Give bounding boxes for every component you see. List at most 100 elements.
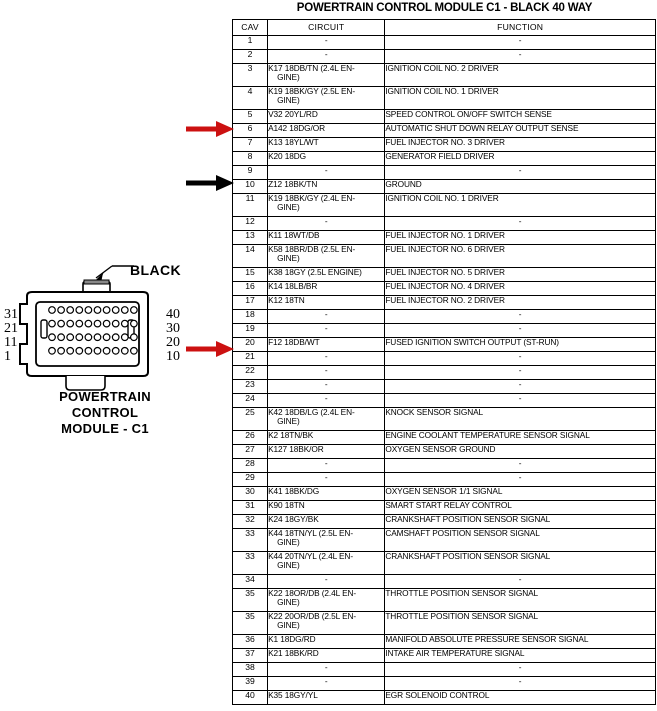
cell-circuit: - [267, 35, 386, 50]
connector-pin [111, 319, 120, 328]
circuit-line-1: K14 18LB/BR [268, 281, 318, 291]
cell-circuit: K35 18GY/YL [267, 690, 386, 705]
circuit-line-1: K12 18TN [268, 295, 305, 305]
arrow-red-cav20 [186, 341, 234, 357]
cell-circuit: K22 18OR/DB (2.4L EN-GINE) [267, 588, 386, 612]
cell-function: OXYGEN SENSOR GROUND [384, 444, 656, 459]
arrow-black-cav10 [186, 175, 234, 191]
cell-cav: 34 [231, 574, 269, 589]
cell-circuit: Z12 18BK/TN [267, 179, 386, 194]
column-header-function: FUNCTION [384, 19, 656, 36]
circuit-line-2: GINE) [277, 252, 300, 263]
cell-cav: 7 [231, 137, 269, 152]
pin-label-left-21: 21 [4, 321, 18, 336]
cell-function: - [384, 472, 656, 487]
cell-cav: 26 [231, 430, 269, 445]
cell-circuit: - [267, 49, 386, 64]
cell-circuit: - [267, 309, 386, 324]
cell-function: SPEED CONTROL ON/OFF SWITCH SENSE [384, 109, 656, 124]
cell-cav: 11 [231, 193, 269, 217]
cell-function: ENGINE COOLANT TEMPERATURE SENSOR SIGNAL [384, 430, 656, 445]
cell-cav: 35 [231, 588, 269, 612]
pin-label-right-30: 30 [166, 321, 180, 336]
cell-cav: 36 [231, 634, 269, 649]
connector-pin [111, 346, 120, 355]
table-row: 12-- [231, 216, 656, 231]
cell-cav: 20 [231, 337, 269, 352]
table-header-row: CAV CIRCUIT FUNCTION [231, 19, 656, 36]
circuit-line-1: K20 18DG [268, 151, 307, 161]
cell-function: THROTTLE POSITION SENSOR SIGNAL [384, 588, 656, 612]
connector-pin [129, 319, 138, 328]
connector-pin [120, 346, 129, 355]
cell-cav: 39 [231, 676, 269, 691]
cell-function: THROTTLE POSITION SENSOR SIGNAL [384, 611, 656, 635]
cell-function: - [384, 365, 656, 380]
connector-pin [84, 306, 93, 314]
connector-pin [129, 346, 138, 355]
connector-pin [66, 333, 75, 342]
connector-pin [120, 319, 129, 328]
pin-label-right-10: 10 [166, 349, 180, 364]
connector-pin [66, 319, 75, 328]
cell-cav: 14 [231, 244, 269, 268]
cell-function: IGNITION COIL NO. 1 DRIVER [384, 86, 656, 110]
connector-caption-line3: MODULE - C1 [61, 421, 149, 436]
cell-cav: 28 [231, 458, 269, 473]
cell-function: FUEL INJECTOR NO. 3 DRIVER [384, 137, 656, 152]
connector-pin [75, 333, 84, 342]
circuit-line-1: K42 18DB/LG (2.4L EN- [268, 407, 355, 417]
cell-circuit: K41 18BK/DG [267, 486, 386, 501]
table-row: 38-- [231, 662, 656, 677]
circuit-line-1: K19 18BK/GY (2.5L EN- [268, 86, 355, 96]
pin-label-right-20: 20 [166, 335, 180, 350]
cell-cav: 29 [231, 472, 269, 487]
cell-function: - [384, 165, 656, 180]
circuit-line-1: K21 18BK/RD [268, 648, 319, 658]
circuit-line-1: A142 18DG/OR [268, 123, 325, 133]
pin-label-left-31: 31 [4, 307, 18, 322]
table-row: 19-- [231, 323, 656, 338]
connector-pin [57, 333, 65, 342]
cell-function: CRANKSHAFT POSITION SENSOR SIGNAL [384, 514, 656, 529]
connector-pin [102, 333, 111, 342]
circuit-line-1: Z12 18BK/TN [268, 179, 318, 189]
column-header-circuit: CIRCUIT [267, 19, 386, 36]
cell-cav: 19 [231, 323, 269, 338]
cell-cav: 21 [231, 351, 269, 366]
cell-cav: 3 [231, 63, 269, 87]
cell-cav: 2 [231, 49, 269, 64]
cell-circuit: - [267, 323, 386, 338]
connector-bottom-keyways [65, 375, 106, 391]
connector-pin [57, 319, 65, 328]
cell-cav: 40 [231, 690, 269, 705]
cell-function: MANIFOLD ABSOLUTE PRESSURE SENSOR SIGNAL [384, 634, 656, 649]
circuit-line-1: K58 18BR/DB (2.5L EN- [268, 244, 356, 254]
cell-cav: 24 [231, 393, 269, 408]
cell-function: GENERATOR FIELD DRIVER [384, 151, 656, 166]
cell-cav: 10 [231, 179, 269, 194]
connector-figure [19, 265, 149, 391]
cell-function: CRANKSHAFT POSITION SENSOR SIGNAL [384, 551, 656, 575]
circuit-line-1: K127 18BK/OR [268, 444, 324, 454]
cell-cav: 5 [231, 109, 269, 124]
cell-circuit: K44 20TN/YL (2.4L EN-GINE) [267, 551, 386, 575]
connector-pin [129, 333, 138, 342]
cell-circuit: K2 18TN/BK [267, 430, 386, 445]
cell-function: CAMSHAFT POSITION SENSOR SIGNAL [384, 528, 656, 552]
cell-circuit: - [267, 458, 386, 473]
circuit-line-1: V32 20YL/RD [268, 109, 318, 119]
cell-function: OXYGEN SENSOR 1/1 SIGNAL [384, 486, 656, 501]
